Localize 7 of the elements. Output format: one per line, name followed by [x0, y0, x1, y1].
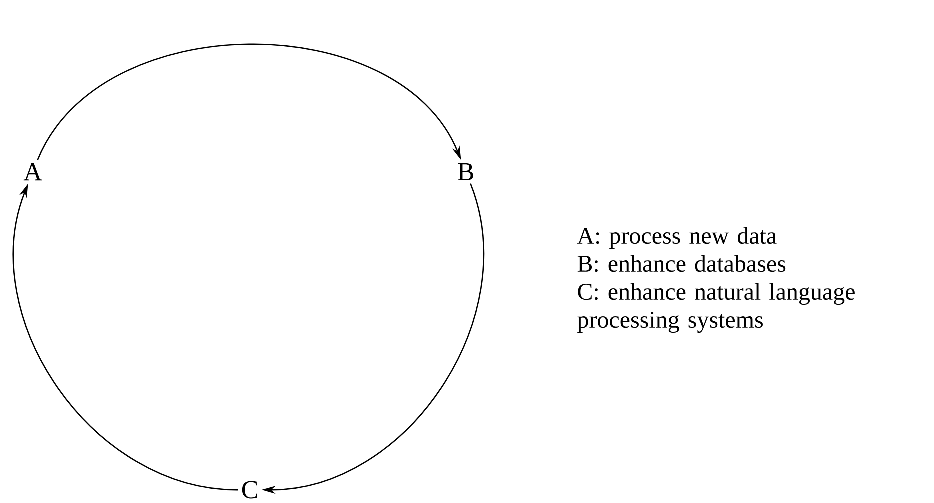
arrow [37, 44, 462, 161]
key-entry: A: process new data [577, 227, 777, 249]
point-letter: B [458, 163, 474, 181]
key-entry: B: enhance databases [578, 255, 786, 272]
key-entry: C: enhance natural language processing systems [578, 283, 855, 334]
point-letter: C [242, 481, 258, 499]
point-letter: A [24, 163, 42, 181]
